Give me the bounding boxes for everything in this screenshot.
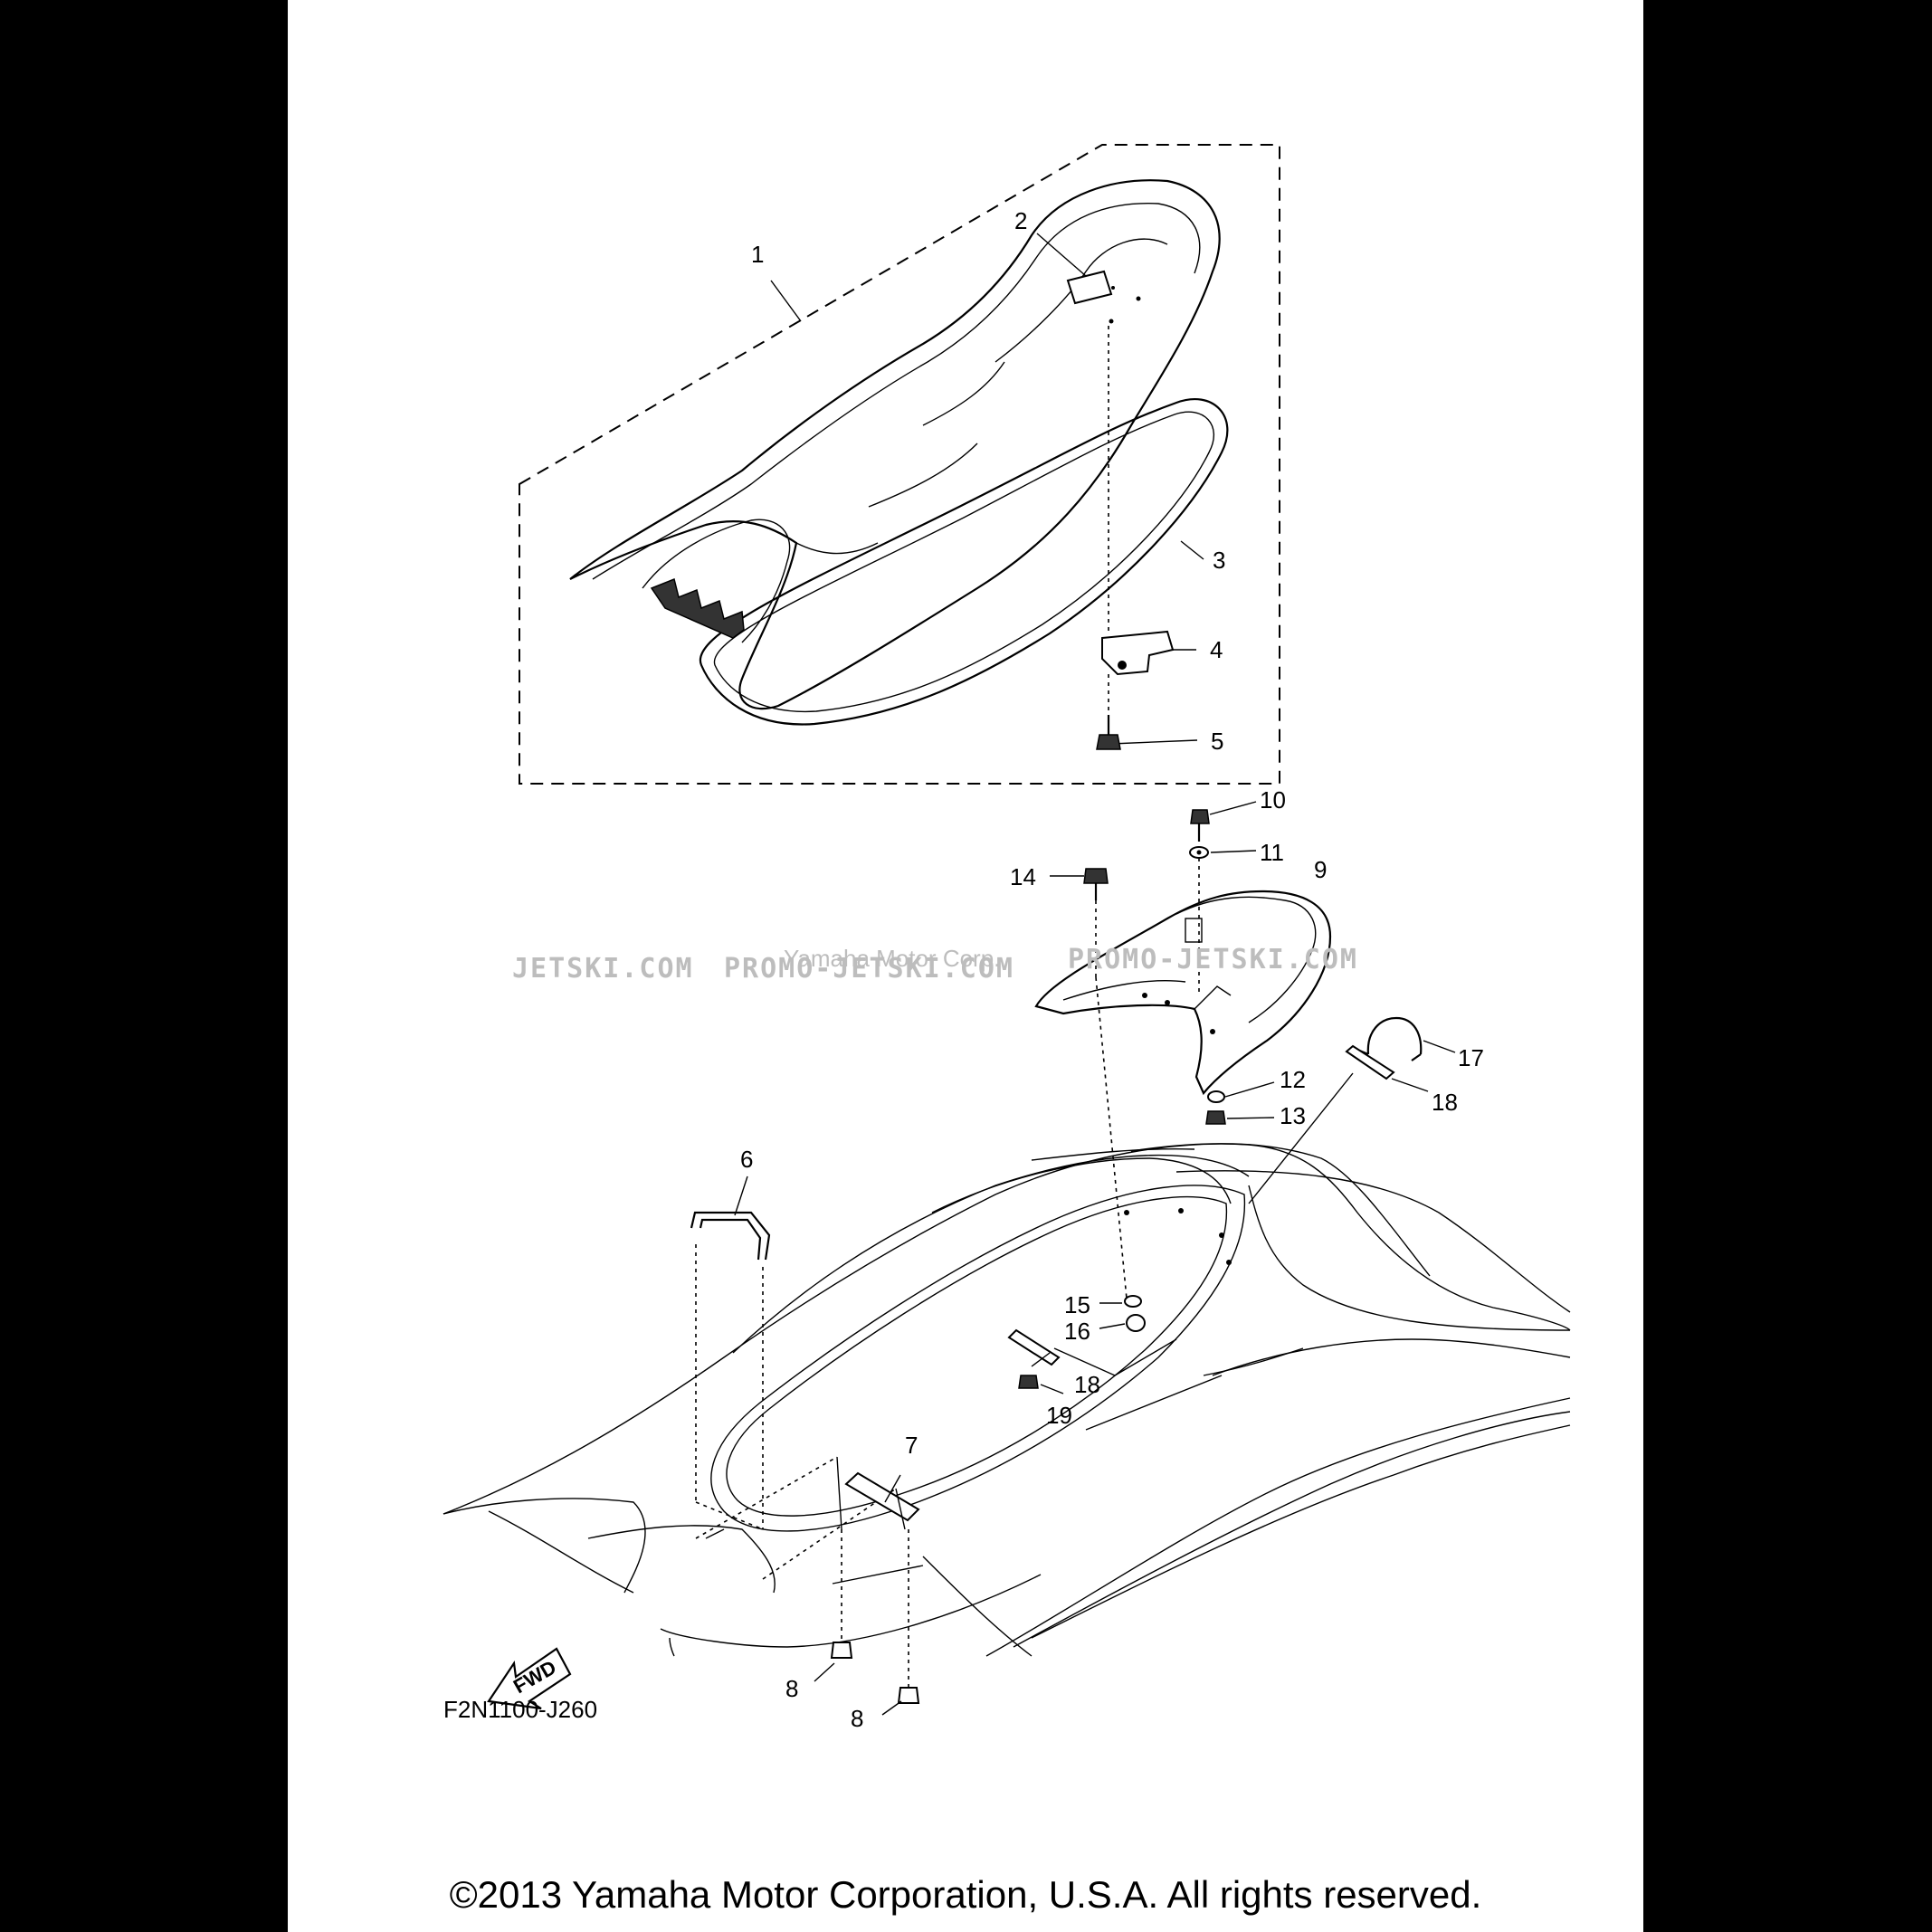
drawing-code: F2N1100-J260 — [443, 1696, 597, 1723]
callout-10: 10 — [1260, 786, 1286, 814]
handle-hardware — [1050, 801, 1275, 1125]
copyright-notice: ©2013 Yamaha Motor Corporation, U.S.A. A… — [449, 1873, 1482, 1916]
seat-callouts — [770, 233, 1204, 750]
callout-13: 13 — [1280, 1102, 1306, 1129]
watermark-site-mid: PROMO-JETSKI.COM — [724, 953, 1014, 985]
callout-8a: 8 — [785, 1675, 798, 1702]
seat-assembly-boundary — [519, 144, 1280, 785]
plate-and-nuts — [814, 1456, 920, 1716]
callout-9: 9 — [1314, 856, 1327, 883]
callout-2: 2 — [1014, 207, 1027, 234]
callout-12: 12 — [1280, 1066, 1306, 1093]
tow-eye-hardware — [1248, 1016, 1456, 1204]
watermark-owner: Yamaha Motor Corp. — [784, 945, 1000, 972]
callout-7: 7 — [905, 1432, 918, 1459]
callout-14: 14 — [1010, 863, 1036, 890]
callout-11: 11 — [1260, 839, 1284, 866]
callout-5: 5 — [1211, 728, 1223, 755]
callout-16: 16 — [1064, 1318, 1090, 1345]
seat-bracket — [1101, 630, 1175, 676]
callout-1: 1 — [751, 241, 764, 268]
deck-hardware — [1007, 976, 1177, 1394]
callout-15: 15 — [1064, 1291, 1090, 1318]
grab-handle-drawing — [690, 1175, 897, 1580]
fwd-label: FWD — [509, 1656, 560, 1699]
callout-labels: 1 2 3 4 5 6 7 8 8 9 10 11 12 13 14 15 16… — [740, 207, 1484, 1732]
hull-deck-drawing — [443, 1143, 1571, 1657]
callout-6: 6 — [740, 1146, 753, 1173]
callout-19: 19 — [1046, 1402, 1072, 1429]
callout-18b: 18 — [1074, 1371, 1100, 1398]
callout-17: 17 — [1458, 1044, 1484, 1071]
rear-handle-drawing — [1034, 890, 1332, 1096]
callout-3: 3 — [1213, 547, 1225, 574]
seat-drawing — [569, 179, 1229, 726]
callout-18a: 18 — [1432, 1089, 1458, 1116]
diagram-sheet — [288, 0, 1643, 1932]
watermark-site-right: PROMO-JETSKI.COM — [1068, 944, 1358, 976]
callout-4: 4 — [1210, 636, 1223, 663]
watermark-site-left: JETSKI.COM — [512, 953, 694, 985]
callout-8b: 8 — [851, 1705, 863, 1732]
